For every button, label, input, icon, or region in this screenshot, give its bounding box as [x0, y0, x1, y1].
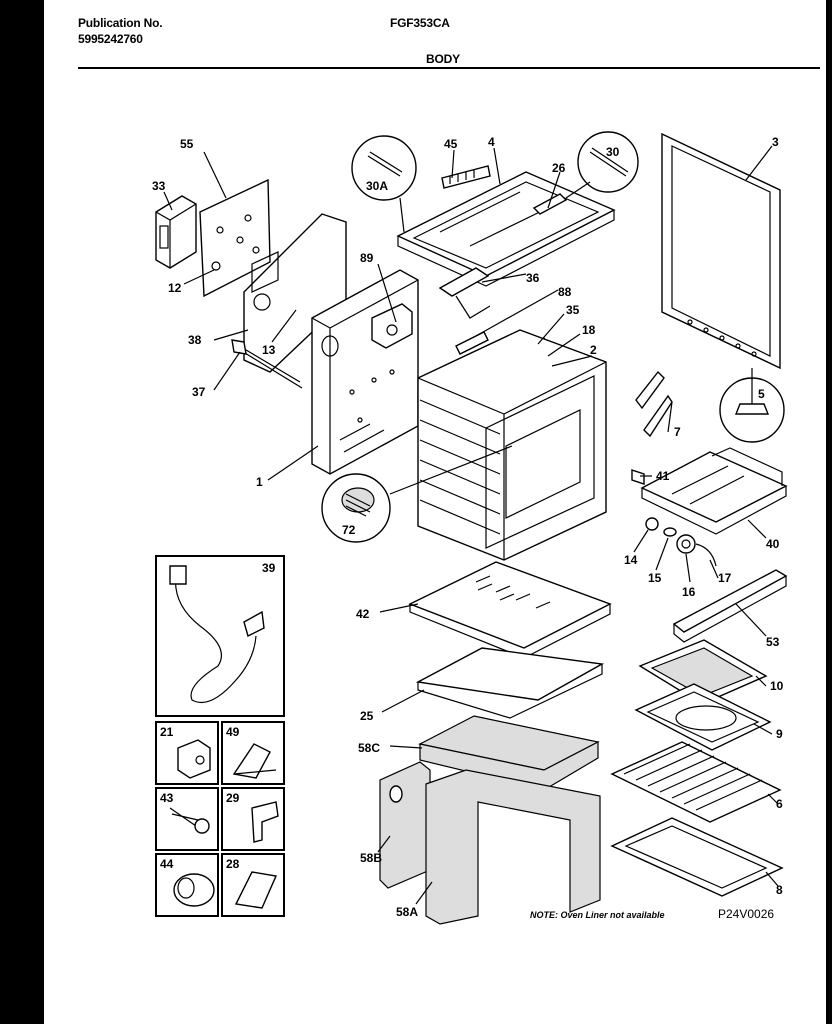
callout-38: 38 [188, 333, 202, 347]
callout-45: 45 [444, 137, 458, 151]
callout-36: 36 [526, 271, 540, 285]
part-4-shape [396, 171, 616, 287]
callout-88: 88 [558, 285, 572, 299]
part-14-shape [645, 517, 659, 531]
part-3-side-panel [661, 132, 781, 370]
callout-25: 25 [360, 709, 374, 723]
callout-17: 17 [718, 571, 732, 585]
part-36-shape [438, 267, 491, 319]
part-89-shape [371, 303, 413, 349]
callout-35: 35 [566, 303, 580, 317]
callout-55: 55 [180, 137, 194, 151]
callout-9: 9 [776, 727, 783, 741]
callout-49: 49 [226, 725, 240, 739]
publication-label: Publication No. [78, 16, 163, 30]
callout-13: 13 [262, 343, 276, 357]
inset-29-box [221, 787, 285, 851]
callout-58b: 58B [360, 851, 382, 865]
detail-5-circle [719, 377, 785, 443]
part-40-shape [640, 447, 788, 535]
callout-41: 41 [656, 469, 670, 483]
part-58b-shape [379, 761, 431, 889]
part-88-shape [455, 331, 489, 355]
callout-37: 37 [192, 385, 206, 399]
callout-30: 30 [606, 145, 620, 159]
drawing-code: P24V0026 [718, 907, 774, 921]
callout-42: 42 [356, 607, 370, 621]
header-rule [78, 67, 820, 69]
oven-liner-note: NOTE: Oven Liner not available [530, 910, 665, 920]
part-9-shape [634, 683, 772, 751]
part-17-wire [695, 543, 717, 567]
leader-lines [163, 145, 779, 905]
callout-89: 89 [360, 251, 374, 265]
part-6-shape [610, 741, 782, 823]
part-58a-shape [425, 769, 601, 925]
inset-21-box [155, 721, 219, 785]
callout-72: 72 [342, 523, 356, 537]
callout-58a: 58A [396, 905, 418, 919]
callout-6: 6 [776, 797, 783, 811]
callout-30a: 30A [366, 179, 388, 193]
detail-30-circle [565, 131, 639, 199]
callout-28: 28 [226, 857, 240, 871]
part-2-oven-body [417, 329, 607, 561]
part-7-shape [635, 370, 673, 438]
callout-4: 4 [488, 135, 495, 149]
callout-58c: 58C [358, 741, 380, 755]
model-number: FGF353CA [390, 16, 450, 30]
callout-1: 1 [256, 475, 263, 489]
callout-14: 14 [624, 553, 638, 567]
part-41-shape [631, 469, 645, 485]
callout-18: 18 [582, 323, 596, 337]
inset-44-box [155, 853, 219, 917]
part-58c-shape [418, 715, 600, 791]
inset-43-box [155, 787, 219, 851]
part-37-shape [231, 339, 303, 389]
detail-30a-circle [351, 135, 417, 233]
callout-26: 26 [552, 161, 566, 175]
inset-39-box [155, 555, 285, 717]
part-42-shape [408, 561, 612, 659]
detail-72-circle [321, 473, 391, 543]
part-10-shape [638, 639, 768, 705]
callout-33: 33 [152, 179, 166, 193]
part-33-shape [155, 195, 197, 269]
scan-border-left [0, 0, 44, 1024]
callout-43: 43 [160, 791, 174, 805]
part-53-shape [672, 569, 788, 643]
callout-5: 5 [758, 387, 765, 401]
part-16-shape [676, 534, 696, 554]
callout-15: 15 [648, 571, 662, 585]
callout-12: 12 [168, 281, 182, 295]
callout-7: 7 [674, 425, 681, 439]
part-8-shape [610, 817, 784, 897]
part-45-shape [441, 165, 491, 189]
inset-49-box [221, 721, 285, 785]
callout-40: 40 [766, 537, 780, 551]
callout-8: 8 [776, 883, 783, 897]
callout-2: 2 [590, 343, 597, 357]
callout-3: 3 [772, 135, 779, 149]
callout-21: 21 [160, 725, 174, 739]
part-15-shape [663, 527, 677, 537]
callout-39: 39 [262, 561, 276, 575]
scan-border-right [826, 0, 832, 1024]
callout-16: 16 [682, 585, 696, 599]
publication-number: 5995242760 [78, 32, 143, 46]
inset-28-box [221, 853, 285, 917]
section-title: BODY [426, 52, 460, 66]
callout-29: 29 [226, 791, 240, 805]
callout-44: 44 [160, 857, 174, 871]
callout-53: 53 [766, 635, 780, 649]
part-25-shape [415, 647, 605, 719]
callout-10: 10 [770, 679, 784, 693]
